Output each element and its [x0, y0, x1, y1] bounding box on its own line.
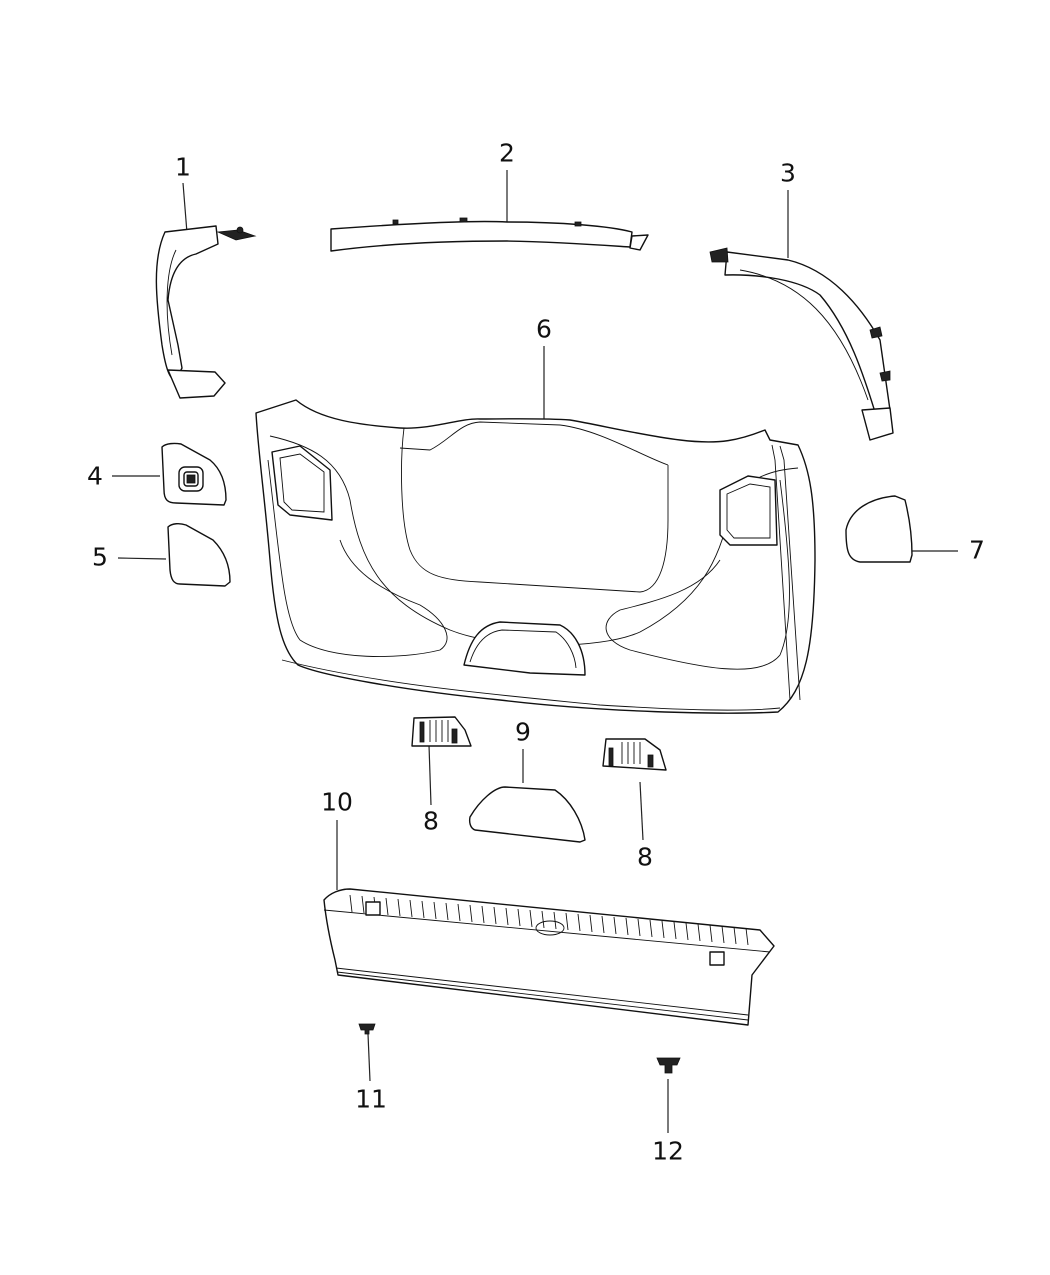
callout-8-left: 8 [423, 806, 439, 836]
callout-3: 3 [780, 158, 796, 188]
part-4-access-cover-switch [161, 442, 227, 506]
callout-10: 10 [321, 787, 353, 817]
callout-8-right: 8 [637, 842, 653, 872]
callout-9: 9 [515, 717, 531, 747]
part-3-right-pillar-trim [709, 247, 894, 441]
part-12-push-pin [656, 1057, 681, 1074]
grille-ribs [349, 894, 749, 946]
part-1-left-pillar-trim [155, 225, 257, 399]
callout-12: 12 [652, 1136, 684, 1166]
part-11-push-pin [358, 1023, 376, 1035]
part-10-lower-trim-panel [323, 888, 775, 1026]
callout-11: 11 [355, 1084, 387, 1114]
part-6-liftgate-panel [255, 399, 816, 714]
callout-6: 6 [536, 314, 552, 344]
leader-lines [112, 170, 958, 1133]
callout-1: 1 [175, 152, 191, 182]
callout-5: 5 [92, 542, 108, 572]
callout-4: 4 [87, 461, 103, 491]
part-2-header-trim [330, 217, 649, 252]
part-7-access-cover [845, 495, 913, 563]
callout-2: 2 [499, 138, 515, 168]
callout-7: 7 [969, 535, 985, 565]
part-8-handle-left [411, 716, 472, 747]
part-5-access-cover [167, 522, 231, 587]
part-8-handle-right [602, 738, 667, 771]
part-9-center-cover [468, 786, 586, 843]
